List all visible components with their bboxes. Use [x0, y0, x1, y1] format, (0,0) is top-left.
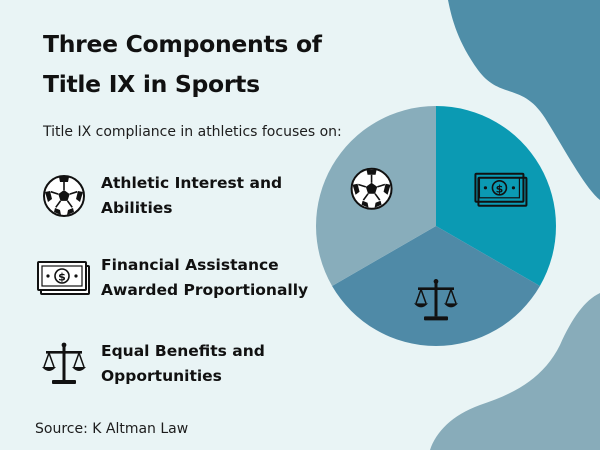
- scales-icon: [35, 339, 93, 389]
- pie-soccer-ball-icon: [350, 167, 393, 210]
- soccer-ball-icon: [35, 171, 93, 221]
- components-pie-chart: $: [316, 106, 556, 346]
- pie-slice-money-bill: [436, 106, 556, 286]
- component-item-financial: $ Financial Assistance Awarded Proportio…: [35, 253, 331, 303]
- decor-blob-bottom: [430, 293, 600, 450]
- svg-text:$: $: [496, 182, 504, 195]
- component-label: Equal Benefits and Opportunities: [101, 342, 265, 385]
- pie-money-bill-icon: $: [474, 172, 528, 207]
- component-item-interest: Athletic Interest and Abilities: [35, 171, 331, 221]
- money-bill-icon: $: [35, 253, 93, 303]
- component-label: Financial Assistance Awarded Proportiona…: [101, 256, 309, 299]
- pie-scales-icon: [414, 279, 458, 321]
- source-note: Source: K Altman Law: [35, 421, 189, 437]
- component-item-benefits: Equal Benefits and Opportunities: [35, 339, 331, 389]
- component-label: Athletic Interest and Abilities: [101, 174, 283, 217]
- svg-text:$: $: [58, 271, 66, 284]
- page-title: Three Components of Title IX in Sports: [43, 30, 322, 98]
- decor-blob-top: [448, 0, 600, 200]
- page-subtitle: Title IX compliance in athletics focuses…: [43, 124, 342, 140]
